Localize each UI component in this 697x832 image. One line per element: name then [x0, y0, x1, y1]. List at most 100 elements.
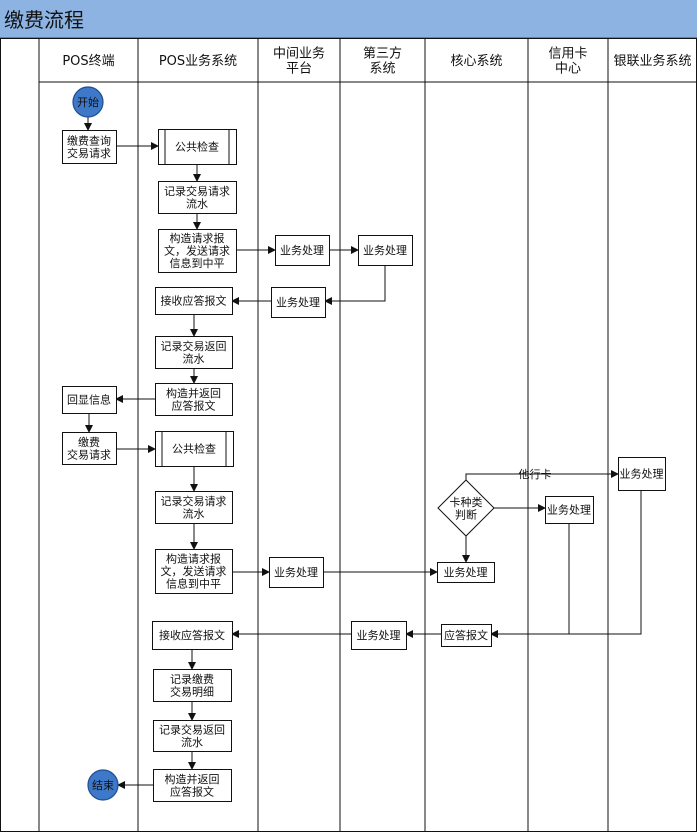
- node-n8-shape: [155, 287, 233, 315]
- node-n10-label: 应答报文: [172, 398, 216, 412]
- node-n13-label: 公共检查: [172, 442, 216, 456]
- node-n3-label: 记录交易请求: [164, 184, 230, 198]
- node-n21: 应答报文: [441, 624, 492, 647]
- node-n23-shape: [152, 621, 233, 650]
- node-n1-label: 交易请求: [67, 146, 111, 160]
- node-n16: 业务处理: [269, 557, 324, 588]
- node-n23-label: 接收应答报文: [159, 628, 225, 642]
- node-n12-shape: [62, 432, 117, 465]
- node-n20: 业务处理: [618, 457, 666, 491]
- node-n9-label: 流水: [183, 351, 205, 365]
- node-n14-shape: [155, 491, 233, 524]
- lane-header-card: 信用卡: [548, 47, 587, 62]
- node-n25-label: 流水: [181, 735, 203, 749]
- node-n18-shape: [545, 496, 594, 524]
- node-n13-shape: [155, 431, 234, 467]
- node-n17-label: 卡种类: [450, 495, 483, 509]
- node-n16-label: 业务处理: [274, 566, 318, 579]
- node-n18-label: 业务处理: [547, 504, 591, 517]
- node-n3-shape: [158, 181, 237, 214]
- lane-header-third: 第三方: [363, 46, 402, 62]
- node-n22-label: 业务处理: [357, 629, 401, 642]
- node-n22-shape: [351, 621, 407, 650]
- node-n11-shape: [62, 386, 117, 414]
- node-n17-label: 判断: [455, 507, 477, 521]
- node-n14-label: 流水: [183, 506, 205, 520]
- node-n5-shape: [275, 235, 330, 266]
- node-n5: 业务处理: [275, 235, 330, 266]
- lane-header-mid: 中间业务: [273, 46, 325, 62]
- diagram-title: 缴费流程: [4, 8, 84, 32]
- edge-n18-n21: [490, 523, 570, 638]
- node-n20-shape: [618, 457, 666, 491]
- lane-header-mid: 平台: [286, 62, 312, 77]
- node-n21-shape: [441, 624, 492, 647]
- node-n7-label: 业务处理: [276, 296, 320, 309]
- node-n16-shape: [269, 557, 324, 588]
- node-n12-label: 缴费: [78, 435, 100, 449]
- edge-n17-n20: [465, 470, 619, 480]
- node-n25-shape: [153, 720, 232, 752]
- edge-n6-n7: [324, 265, 386, 305]
- node-n20-label: 业务处理: [620, 468, 664, 481]
- node-n2-shape: [158, 129, 237, 165]
- node-n6-label: 业务处理: [363, 244, 407, 257]
- lane-header-third: 系统: [369, 62, 395, 77]
- node-n26-label: 构造并返回: [165, 772, 220, 786]
- node-n13: 公共检查: [155, 431, 234, 467]
- title-bar: 缴费流程: [0, 0, 697, 38]
- node-n6: 业务处理: [358, 235, 413, 266]
- node-n4-label: 信息到中平: [170, 256, 225, 270]
- lane-header-core: 核心系统: [450, 54, 502, 69]
- lane-header-pos: POS终端: [62, 53, 114, 69]
- node-start-label: 开始: [77, 95, 99, 109]
- node-n22: 业务处理: [351, 621, 407, 650]
- node-n8-label: 接收应答报文: [161, 294, 227, 308]
- node-n10-shape: [155, 383, 233, 416]
- node-n10-label: 构造并返回: [166, 386, 221, 400]
- node-n24-shape: [153, 669, 232, 702]
- node-end-shape: [87, 769, 119, 801]
- node-n4-shape: [158, 229, 237, 273]
- node-n15-label: 构造请求报: [166, 552, 221, 566]
- edge-label-n17-n20: 他行卡: [519, 468, 552, 481]
- node-n26-label: 应答报文: [170, 784, 214, 798]
- node-n24-label: 交易明细: [170, 684, 214, 698]
- node-n14-label: 记录交易请求: [161, 494, 227, 508]
- node-n15-shape: [155, 549, 233, 594]
- lane-header-card: 中心: [555, 62, 581, 77]
- node-n12-label: 交易请求: [67, 447, 111, 461]
- node-n11-label: 回显信息: [67, 393, 111, 407]
- node-n3-label: 流水: [186, 196, 208, 210]
- lane-header-unionpay: 银联业务系统: [613, 53, 691, 69]
- node-start-shape: [72, 86, 104, 118]
- node-n19-label: 业务处理: [444, 566, 488, 579]
- node-n15-label: 信息到中平: [166, 577, 221, 591]
- node-n26-shape: [153, 769, 232, 802]
- node-n5-label: 业务处理: [280, 244, 324, 257]
- node-n1-label: 缴费查询: [67, 133, 111, 147]
- node-n6-shape: [358, 235, 413, 266]
- node-n1-shape: [62, 130, 117, 164]
- node-n18: 业务处理: [545, 496, 594, 524]
- node-n17-shape: [437, 479, 495, 537]
- node-n4-label: 构造请求报: [170, 231, 225, 245]
- node-n23: 接收应答报文: [152, 621, 233, 650]
- node-n19: 业务处理: [437, 562, 495, 583]
- node-n9-shape: [155, 336, 233, 369]
- node-start: 开始: [72, 86, 104, 118]
- node-n19-shape: [437, 562, 495, 583]
- edge-n20-n21: [490, 490, 642, 638]
- node-n7-shape: [271, 287, 326, 318]
- node-n25-label: 记录交易返回: [159, 722, 225, 736]
